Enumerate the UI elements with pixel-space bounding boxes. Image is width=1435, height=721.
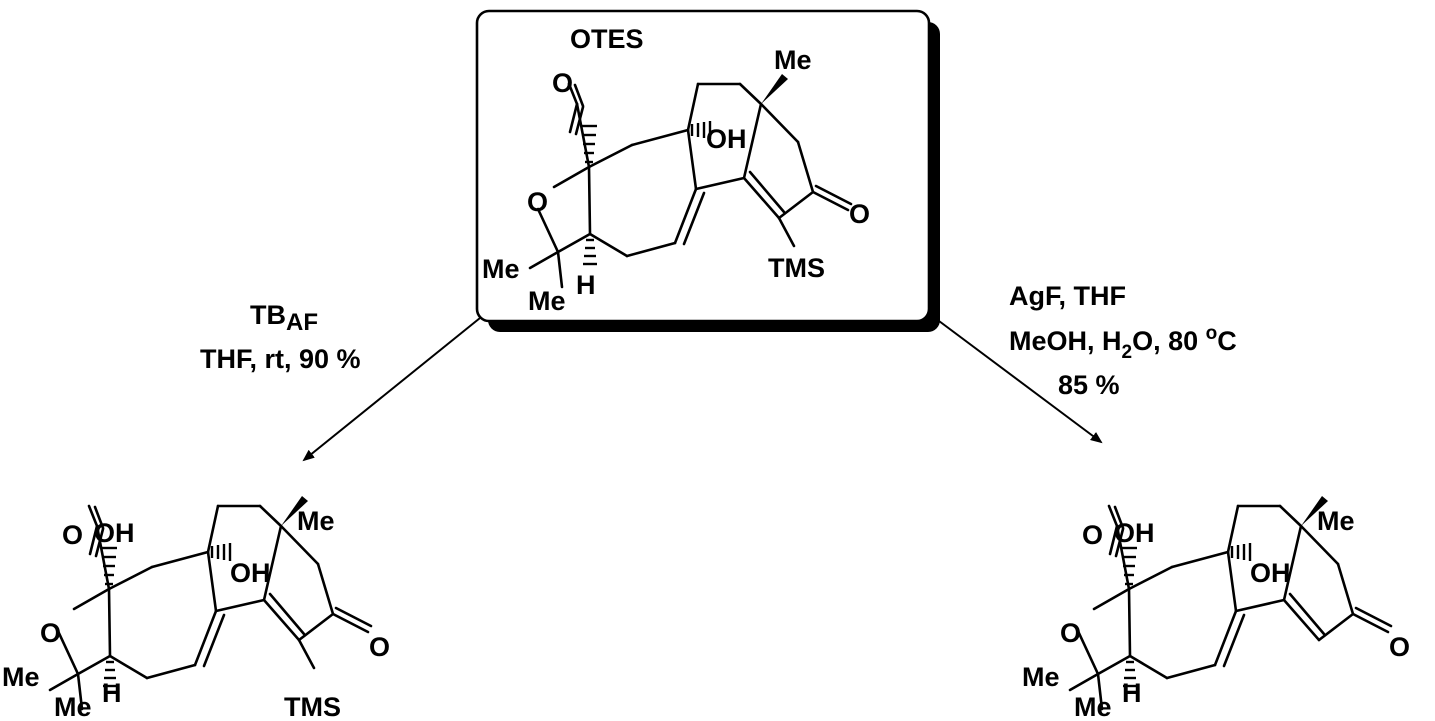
right-hydroxyl-label: OH — [1250, 558, 1291, 588]
right-reagent-degree: o — [1206, 323, 1218, 344]
right-methyl-top-label: Me — [1317, 506, 1355, 536]
left-ring-oxygen-label: O — [40, 618, 61, 648]
carbonyl-oxygen-label: O — [552, 68, 573, 98]
left-conditions: TBAF THF, rt, 90 % — [200, 300, 361, 374]
product-left: O O OH OH Me O Me Me H TMS — [2, 494, 390, 721]
left-methyl-top-label: Me — [297, 506, 335, 536]
hydrogen-label: H — [576, 270, 596, 300]
product-right: O O OH OH Me O Me Me H — [1022, 494, 1410, 721]
methyl-bottom-label: Me — [528, 286, 566, 316]
right-reagent-sub2: 2 — [1122, 342, 1133, 363]
methyl-left-label: Me — [482, 254, 520, 284]
left-carbonyl-oxygen-label: O — [62, 520, 83, 550]
left-reagent-tb: TB — [250, 300, 286, 330]
left-reagent-line1: TBAF — [250, 300, 318, 336]
left-ketone-oxygen-label: O — [369, 632, 390, 662]
right-ketone-oxygen-label: O — [1389, 632, 1410, 662]
right-reagent-meoh: MeOH, H — [1009, 326, 1122, 356]
box-frame — [475, 9, 931, 323]
left-hydroxyl-top-label: OH — [94, 518, 135, 548]
ring-oxygen-label: O — [527, 187, 548, 217]
right-reagent-line1: AgF, THF — [1009, 281, 1126, 311]
otes-label: OTES — [570, 24, 644, 54]
right-reagent-temp: O, 80 — [1132, 326, 1206, 356]
hydroxyl-label: OH — [706, 124, 747, 154]
right-methyl-left-label: Me — [1022, 662, 1060, 692]
left-reagent-af: AF — [286, 309, 318, 336]
left-methyl-bottom-label: Me — [54, 692, 92, 721]
right-carbonyl-oxygen-label: O — [1082, 520, 1103, 550]
left-hydrogen-label: H — [102, 678, 122, 708]
right-methyl-bottom-label: Me — [1074, 692, 1112, 721]
right-reagent-celsius: C — [1217, 326, 1237, 356]
left-hydroxyl-label: OH — [230, 558, 271, 588]
starting-material: O O OTES OH Me O Me Me H TMS — [475, 9, 940, 332]
starting-skeleton: O O OTES OH Me O Me Me H TMS — [482, 24, 870, 316]
right-reagent-line2: MeOH, H2O, 80 oC — [1009, 323, 1237, 363]
left-methyl-left-label: Me — [2, 662, 40, 692]
ketone-oxygen-label: O — [849, 199, 870, 229]
right-reagent-line3: 85 % — [1058, 370, 1120, 400]
methyl-top-label: Me — [774, 45, 812, 75]
left-tms-label: TMS — [284, 692, 341, 721]
arrow-left — [302, 317, 481, 462]
left-reagent-line2: THF, rt, 90 % — [200, 344, 361, 374]
arrow-right — [934, 317, 1103, 444]
right-hydrogen-label: H — [1122, 678, 1142, 708]
right-conditions: AgF, THF MeOH, H2O, 80 oC 85 % — [1009, 281, 1237, 400]
tms-label: TMS — [768, 253, 825, 283]
right-hydroxyl-top-label: OH — [1114, 518, 1155, 548]
right-ring-oxygen-label: O — [1060, 618, 1081, 648]
